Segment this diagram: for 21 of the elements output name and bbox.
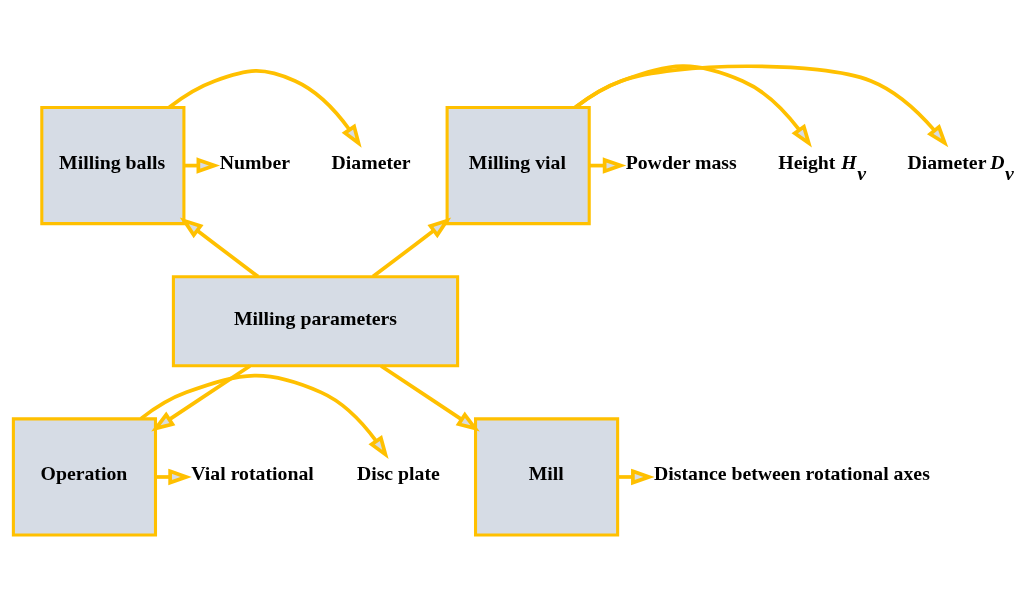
node-text: Vial rotational bbox=[191, 461, 314, 484]
node-text: Diameter bbox=[331, 150, 411, 173]
arrow bbox=[139, 373, 389, 459]
arrow bbox=[371, 216, 452, 278]
node-box: Milling vial bbox=[445, 105, 591, 225]
arrow bbox=[380, 363, 480, 431]
arrow bbox=[574, 63, 949, 147]
node-box: Mill bbox=[474, 416, 620, 537]
node-text: Powder mass bbox=[625, 150, 737, 173]
arrow bbox=[151, 363, 251, 431]
node-text: Distance between rotational axes bbox=[654, 461, 930, 484]
node-box: Operation bbox=[11, 416, 158, 537]
arrow bbox=[617, 468, 655, 485]
node-box: Milling balls bbox=[40, 105, 186, 225]
node-box: Milling parameters bbox=[171, 274, 460, 367]
arrow bbox=[168, 68, 362, 148]
arrow bbox=[155, 468, 192, 485]
arrow bbox=[179, 216, 260, 278]
node-text: Disc plate bbox=[356, 461, 440, 484]
arrow bbox=[574, 63, 812, 148]
node-text: Number bbox=[219, 150, 291, 173]
